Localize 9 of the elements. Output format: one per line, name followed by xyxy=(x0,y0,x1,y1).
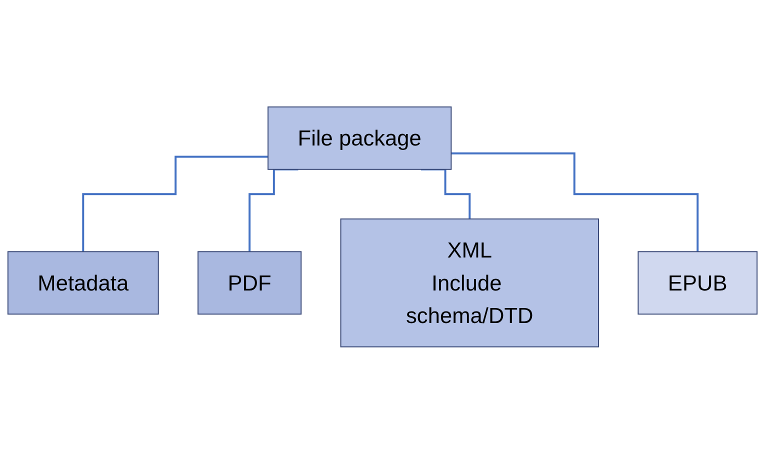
node-box: File package xyxy=(268,106,452,170)
connector xyxy=(420,168,471,220)
node-box: PDF xyxy=(198,250,302,314)
connector xyxy=(451,152,699,252)
node-box: XML Include schema/DTD xyxy=(340,218,600,347)
node-box: Metadata xyxy=(7,250,159,314)
node-box: EPUB xyxy=(638,250,758,314)
connector xyxy=(82,155,268,252)
connector xyxy=(248,168,298,252)
